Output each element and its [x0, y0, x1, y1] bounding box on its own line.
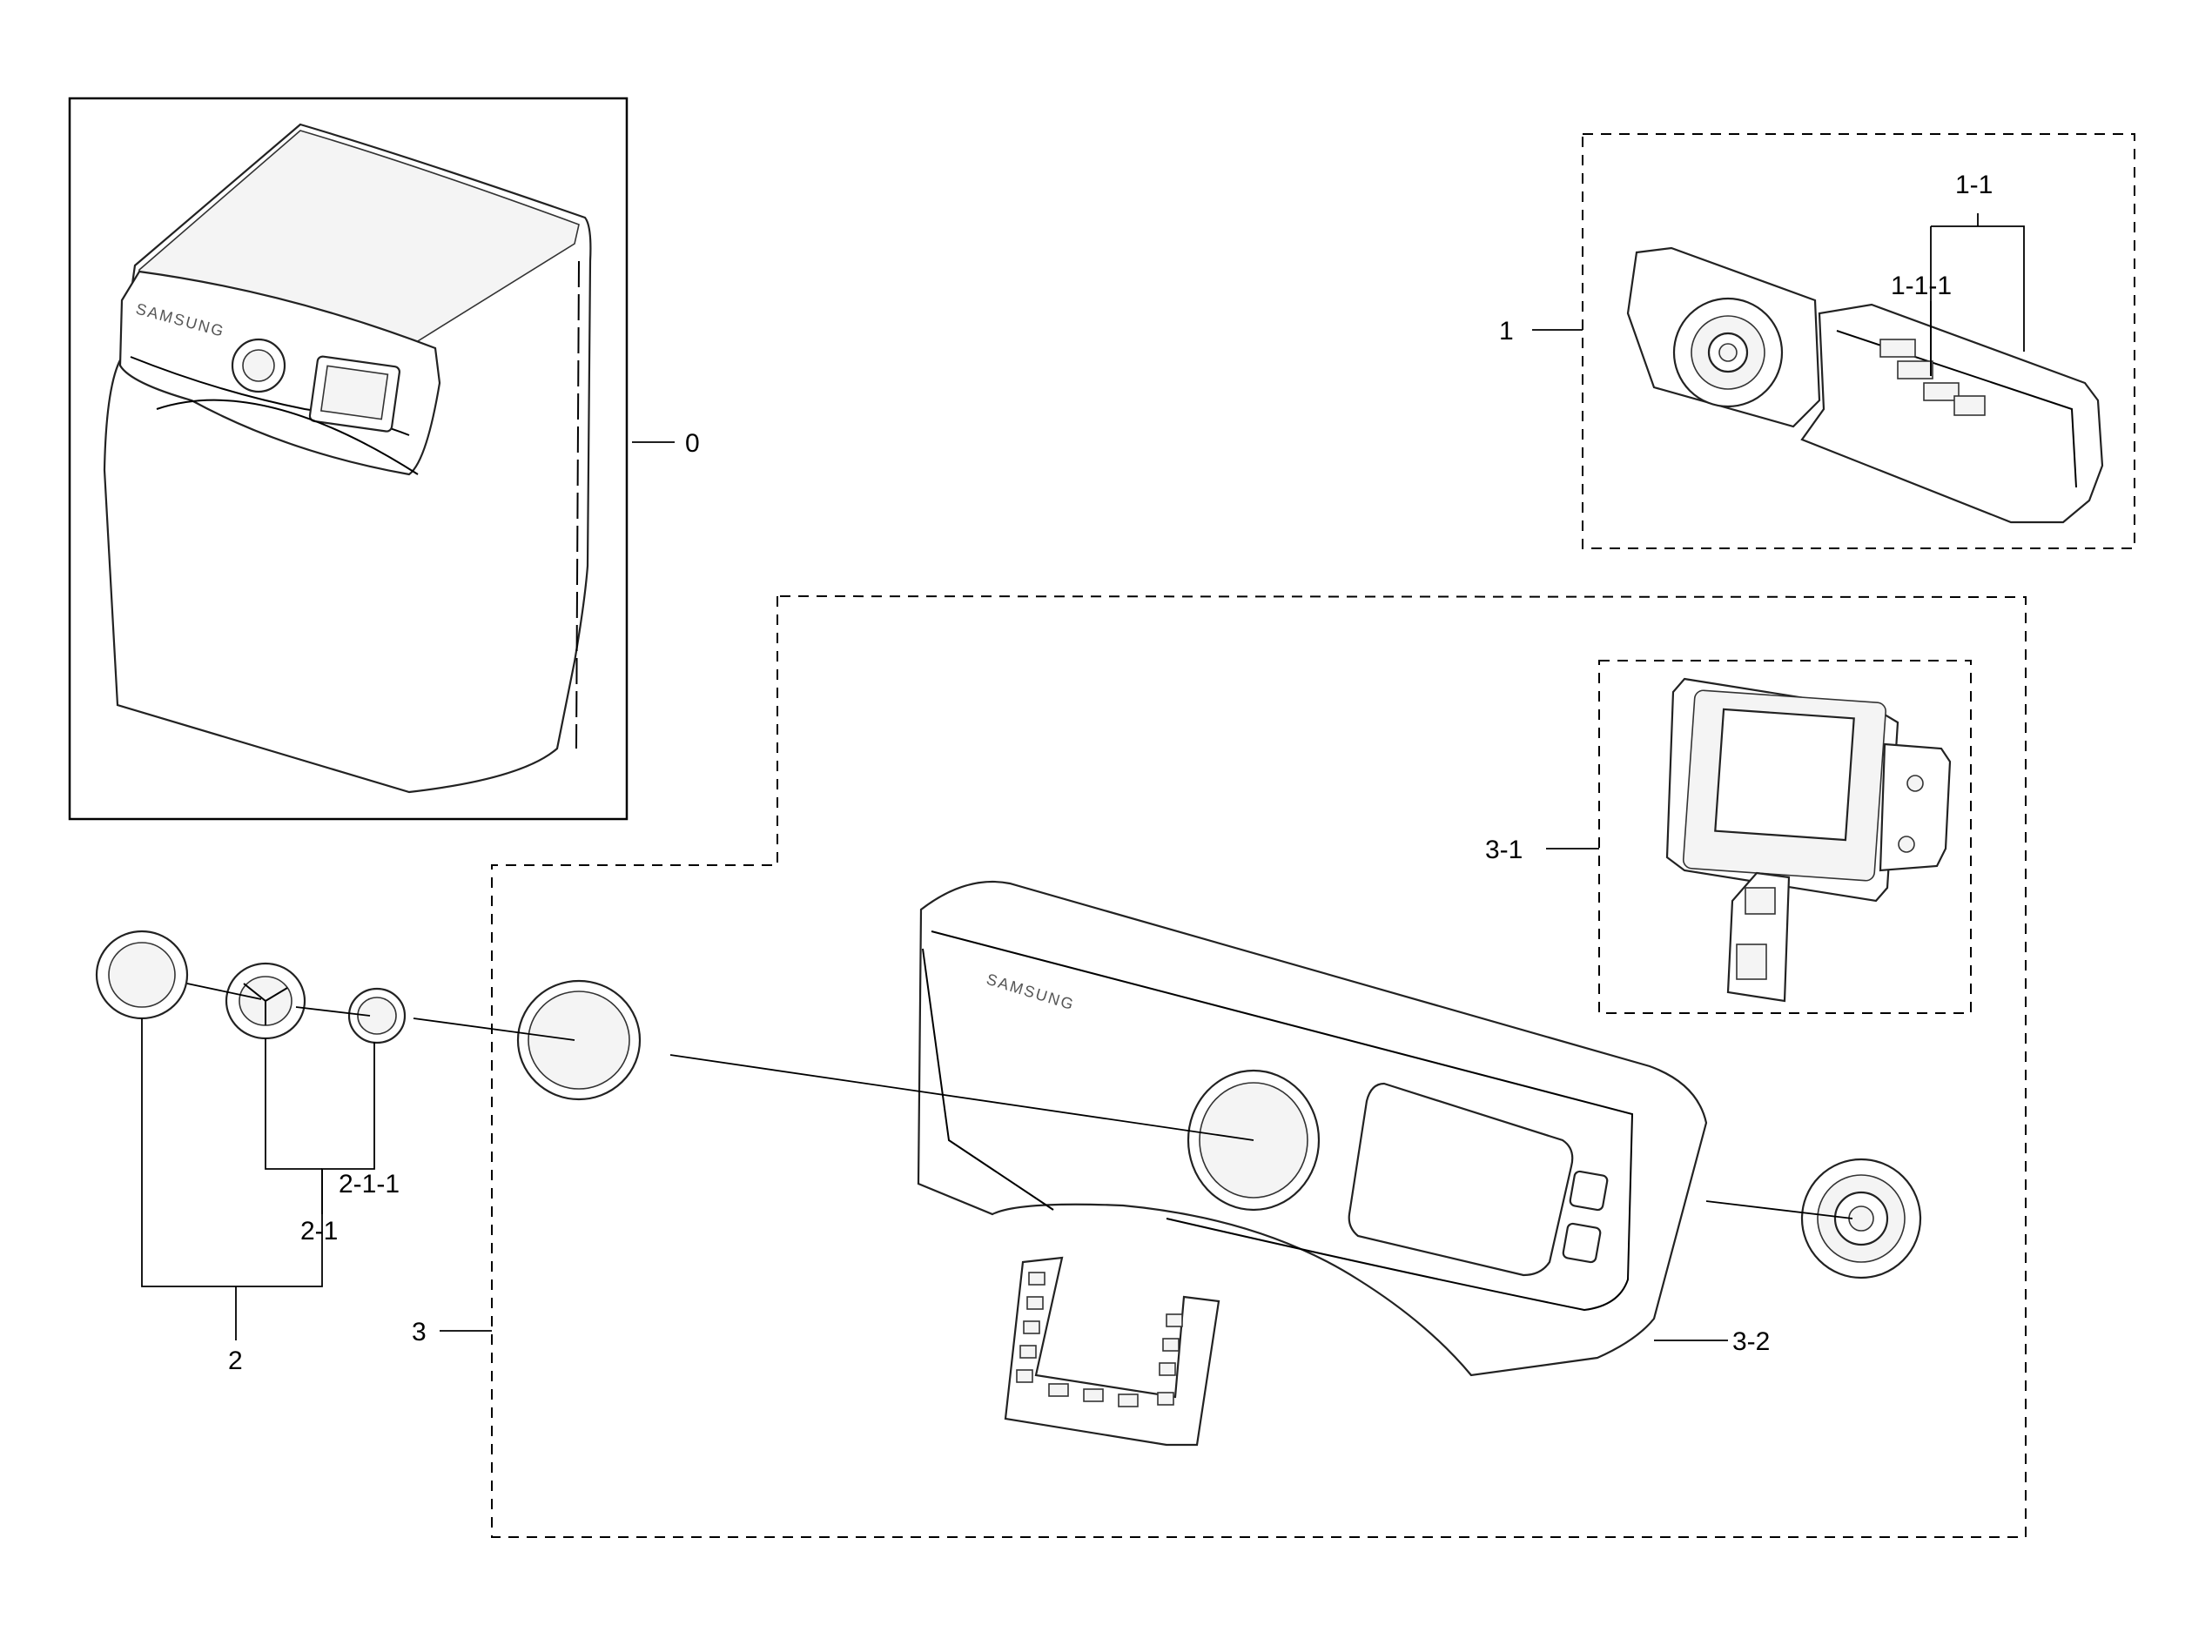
display-lcd	[1714, 708, 1855, 842]
label-2-1: 2-1	[300, 1217, 338, 1246]
label-1-1: 1-1	[1955, 171, 1993, 199]
key-strip-sheet	[1004, 1256, 1220, 1447]
washer-assembly: SAMSUNG	[68, 97, 629, 821]
panel-button-lower	[1562, 1222, 1602, 1264]
display-pcb-box	[1598, 660, 1972, 1014]
washer-frame	[68, 97, 629, 821]
label-3: 3	[412, 1318, 427, 1346]
display-pcb	[1665, 677, 1952, 1003]
key-strip	[1004, 1256, 1220, 1447]
pcb-assembly-box	[1582, 133, 2135, 549]
label-1-1-1: 1-1-1	[1891, 272, 1952, 300]
panel-button-upper	[1569, 1170, 1609, 1212]
pcb-assembly	[1626, 246, 2104, 524]
label-1: 1	[1499, 317, 1514, 346]
label-2-1-1: 2-1-1	[339, 1170, 400, 1199]
encoder	[1800, 1158, 1922, 1279]
knob-assembly	[95, 930, 642, 1101]
label-0: 0	[685, 429, 700, 458]
pcb-main-board	[1800, 303, 2104, 524]
control-panel-body: SAMSUNG	[917, 880, 1708, 1377]
label-3-1: 3-1	[1485, 836, 1523, 864]
panel-display-window	[1348, 1082, 1574, 1277]
control-panel-box	[491, 594, 2027, 1538]
label-2: 2	[228, 1346, 243, 1375]
label-3-2: 3-2	[1732, 1327, 1770, 1356]
